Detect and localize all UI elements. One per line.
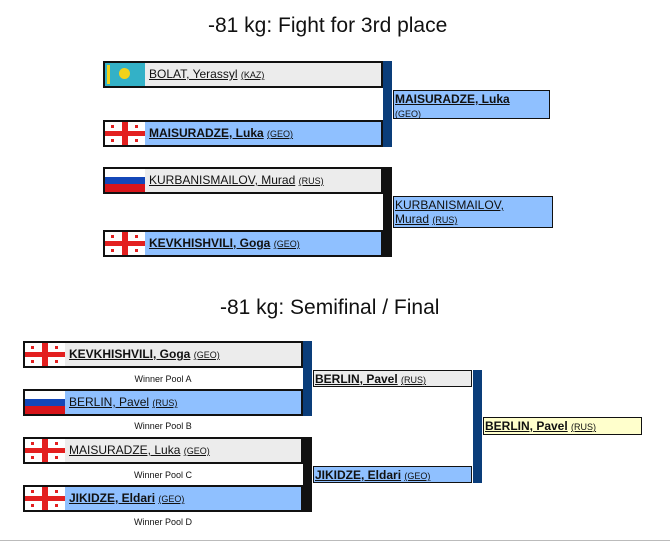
athlete-name[interactable]: JIKIDZE, Eldari	[69, 491, 156, 505]
georgia-flag-icon	[105, 122, 145, 145]
semifinal-title: -81 kg: Semifinal / Final	[220, 296, 440, 319]
country-code[interactable]: (GEO)	[395, 109, 421, 119]
bout-winner-box[interactable]: KURBANISMAILOV, Murad (RUS)	[393, 196, 553, 228]
pool-label: Winner Pool B	[134, 421, 192, 431]
athlete-name[interactable]: BOLAT, Yerassyl	[149, 67, 238, 81]
bracket-slot-kevkhishvili[interactable]: KEVKHISHVILI, Goga (GEO)	[23, 341, 303, 368]
country-code[interactable]: (KAZ)	[240, 70, 265, 80]
country-code[interactable]: (RUS)	[401, 375, 427, 385]
bracket-slot-bolat[interactable]: BOLAT, Yerassyl (KAZ)	[103, 61, 383, 88]
final-connector	[473, 370, 482, 483]
bracket-slot-kevkhishvili[interactable]: KEVKHISHVILI, Goga (GEO)	[103, 230, 383, 257]
bracket-connector	[303, 437, 312, 512]
final-winner-box[interactable]: BERLIN, Pavel (RUS)	[483, 417, 642, 435]
georgia-flag-icon	[105, 232, 145, 255]
bracket-slot-berlin[interactable]: BERLIN, Pavel (RUS)	[23, 389, 303, 416]
country-code[interactable]: (RUS)	[571, 422, 597, 432]
country-code[interactable]: (GEO)	[193, 350, 220, 360]
semifinal-winner-box[interactable]: BERLIN, Pavel (RUS)	[313, 370, 472, 387]
athlete-name[interactable]: JIKIDZE, Eldari	[315, 468, 402, 482]
country-code[interactable]: (GEO)	[404, 471, 431, 481]
athlete-name[interactable]: BERLIN, Pavel	[485, 419, 568, 433]
country-code[interactable]: (GEO)	[267, 129, 294, 139]
bracket-connector	[303, 341, 312, 416]
athlete-name[interactable]: KURBANISMAILOV,	[395, 198, 504, 212]
athlete-name[interactable]: KURBANISMAILOV, Murad	[149, 173, 296, 187]
athlete-name[interactable]: BERLIN, Pavel	[69, 395, 150, 409]
semifinal-winner-box[interactable]: JIKIDZE, Eldari (GEO)	[313, 466, 472, 483]
pool-label: Winner Pool D	[133, 517, 193, 527]
georgia-flag-icon	[25, 343, 65, 366]
pool-label: Winner Pool C	[133, 470, 193, 480]
athlete-name[interactable]: MAISURADZE, Luka	[69, 443, 181, 457]
bracket-slot-jikidze[interactable]: JIKIDZE, Eldari (GEO)	[23, 485, 303, 512]
bracket-connector	[383, 167, 392, 257]
country-code[interactable]: (GEO)	[158, 494, 185, 504]
russia-flag-icon	[105, 169, 145, 192]
georgia-flag-icon	[25, 487, 65, 510]
bracket-slot-maisuradze[interactable]: MAISURADZE, Luka (GEO)	[103, 120, 383, 147]
pool-label: Winner Pool A	[134, 374, 192, 384]
bracket-slot-maisuradze[interactable]: MAISURADZE, Luka (GEO)	[23, 437, 303, 464]
russia-flag-icon	[25, 391, 65, 414]
country-code[interactable]: (GEO)	[183, 446, 210, 456]
athlete-name[interactable]: KEVKHISHVILI, Goga	[149, 236, 271, 250]
athlete-name[interactable]: MAISURADZE, Luka	[395, 92, 510, 106]
country-code[interactable]: (RUS)	[298, 176, 324, 186]
athlete-name-cont[interactable]: Murad	[395, 212, 430, 226]
country-code[interactable]: (RUS)	[432, 215, 458, 225]
bout-winner-box[interactable]: MAISURADZE, Luka (GEO)	[393, 90, 550, 119]
athlete-name[interactable]: KEVKHISHVILI, Goga	[69, 347, 191, 361]
third-place-title: -81 kg: Fight for 3rd place	[208, 14, 448, 37]
kazakhstan-flag-icon	[105, 63, 145, 86]
athlete-name[interactable]: BERLIN, Pavel	[315, 372, 398, 386]
georgia-flag-icon	[25, 439, 65, 462]
athlete-name[interactable]: MAISURADZE, Luka	[149, 126, 264, 140]
country-code[interactable]: (GEO)	[273, 239, 300, 249]
bracket-slot-kurbanismailov[interactable]: KURBANISMAILOV, Murad (RUS)	[103, 167, 383, 194]
country-code[interactable]: (RUS)	[152, 398, 178, 408]
bracket-connector	[383, 61, 392, 147]
